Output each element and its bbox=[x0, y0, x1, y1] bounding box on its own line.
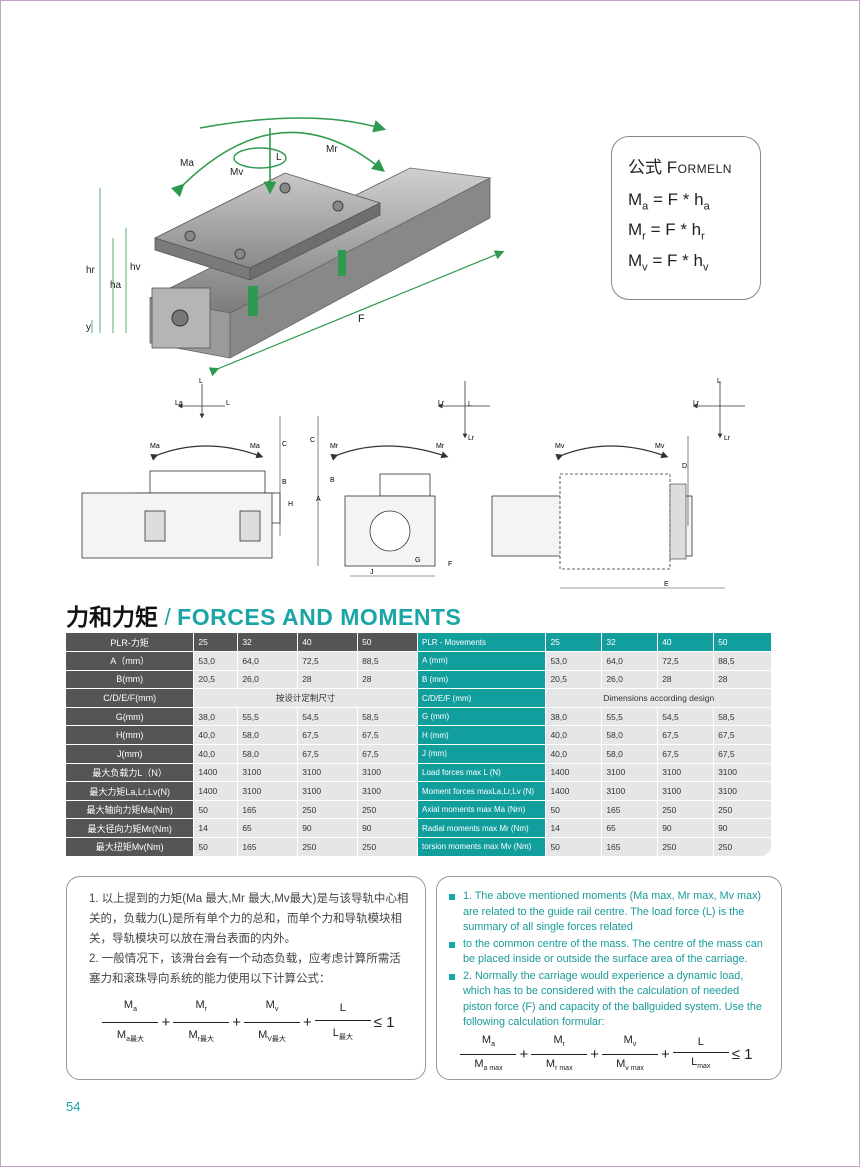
technical-views: L La L Ma Ma C B H L Lr Lr Mr Mr C B A G… bbox=[81, 378, 745, 589]
label-hv: hv bbox=[130, 262, 141, 273]
middle-label-c: C bbox=[310, 437, 315, 444]
right-label-lr-2: Lr bbox=[724, 435, 731, 442]
note-en-3: 2. Normally the carriage would experienc… bbox=[449, 969, 767, 1031]
page-number: 54 bbox=[66, 1099, 81, 1114]
left-label-l-top: L bbox=[199, 378, 203, 385]
left-label-c: C bbox=[282, 441, 287, 448]
label-ma: Ma bbox=[180, 158, 194, 169]
note-en-1: 1. The above mentioned moments (Ma max, … bbox=[449, 889, 767, 936]
right-label-lr: Lr bbox=[693, 400, 700, 407]
side-view-middle: L Lr Lr Mr Mr C B A G F J bbox=[310, 381, 490, 577]
middle-label-a: A bbox=[316, 496, 321, 503]
middle-label-mr: Mr bbox=[330, 443, 339, 450]
table-row: C/D/E/F (mm)Dimensions according design bbox=[418, 688, 772, 708]
label-mv: Mv bbox=[230, 167, 243, 178]
right-label-l: L bbox=[717, 378, 721, 385]
left-label-b: B bbox=[282, 479, 287, 486]
formula-mr: Mr = F * hr bbox=[628, 220, 705, 243]
label-l: L bbox=[276, 152, 282, 163]
front-view-left: L La L Ma Ma C B H bbox=[81, 378, 293, 559]
table-header-row: PLR-力矩 25 32 40 50 bbox=[66, 633, 418, 653]
bullet-icon bbox=[449, 973, 455, 980]
middle-label-mr-2: Mr bbox=[436, 443, 445, 450]
right-label-d: D bbox=[682, 463, 687, 470]
label-ha: ha bbox=[110, 280, 122, 291]
right-label-e: E bbox=[664, 581, 669, 588]
bullet-icon bbox=[449, 894, 455, 900]
middle-label-f: F bbox=[448, 561, 452, 568]
left-label-ma-2: Ma bbox=[250, 443, 260, 450]
right-label-mv-2: Mv bbox=[655, 443, 665, 450]
formula-box: 公式 Formeln Ma = F * ha Mr = F * hr Mv = … bbox=[611, 136, 761, 300]
note-cn-2: 2. 一般情况下，该滑台会有一个动态负载，应考虑计算所需活塞力和滚珠导向系统的能… bbox=[89, 953, 401, 985]
label-mr: Mr bbox=[326, 144, 338, 155]
note-cn-1: 1. 以上提到的力矩(Ma 最大,Mr 最大,Mv最大)是与该导轨中心相关的，负… bbox=[89, 893, 409, 945]
table-header-row: PLR - Movements 25 32 40 50 bbox=[418, 633, 772, 653]
bullet-icon bbox=[449, 941, 455, 948]
left-label-l: L bbox=[226, 400, 230, 407]
table-row: C/D/E/F(mm)按设计定制尺寸 bbox=[66, 688, 418, 708]
formula-ma: Ma = F * ha bbox=[628, 190, 710, 213]
formula-title: 公式 Formeln bbox=[628, 158, 732, 177]
middle-label-g: G bbox=[415, 557, 420, 564]
label-f: F bbox=[358, 313, 365, 325]
middle-label-lr: Lr bbox=[438, 400, 445, 407]
middle-label-lr-2: Lr bbox=[468, 435, 475, 442]
top-view-right: L Lr Lr Mv Mv D E bbox=[491, 378, 745, 589]
middle-label-l: L bbox=[468, 401, 472, 408]
right-label-mv: Mv bbox=[555, 443, 565, 450]
label-y: y bbox=[86, 322, 91, 333]
label-hr: hr bbox=[86, 265, 96, 276]
notes-english: 1. The above mentioned moments (Ma max, … bbox=[436, 876, 782, 1080]
left-label-h: H bbox=[288, 501, 293, 508]
middle-label-j: J bbox=[370, 569, 374, 576]
left-label-ma: Ma bbox=[150, 443, 160, 450]
notes-chinese: 1. 以上提到的力矩(Ma 最大,Mr 最大,Mv最大)是与该导轨中心相关的，负… bbox=[66, 876, 426, 1080]
formula-mv: Mv = F * hv bbox=[628, 250, 709, 274]
middle-label-b: B bbox=[330, 477, 335, 484]
carriage-illustration: Ma Mv L Mr hr hv ha y F bbox=[86, 117, 505, 377]
note-en-2: to the common centre of the mass. The ce… bbox=[449, 937, 767, 968]
section-title: 力和力矩 / FORCES AND MOMENTS bbox=[66, 604, 462, 630]
left-label-la: La bbox=[175, 400, 183, 407]
